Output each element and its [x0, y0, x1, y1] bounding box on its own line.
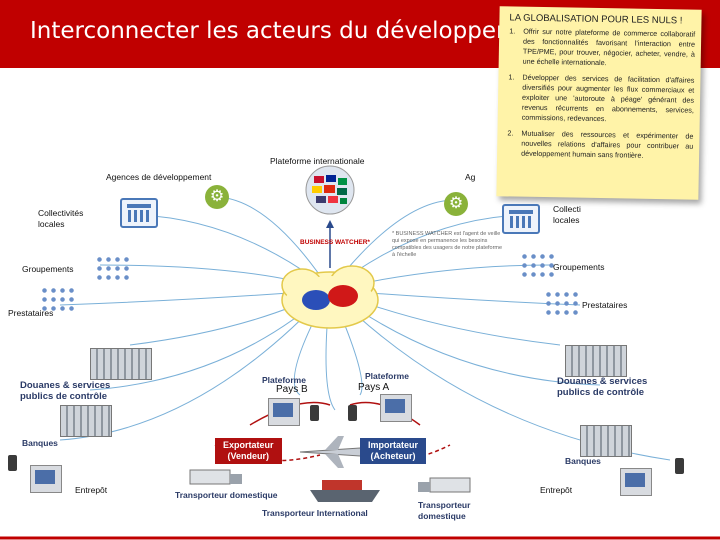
entrepot-label-left: Entrepôt	[75, 485, 108, 495]
bank-icon	[120, 198, 158, 228]
airplane-icon	[299, 436, 370, 468]
phone-icon	[348, 405, 357, 421]
note-item-text: Développer des services de facilitation …	[521, 72, 695, 124]
plateforme-pays-b-label: Plateforme	[262, 375, 306, 385]
computer-icon	[30, 465, 62, 493]
note-item: 2. Mutualiser des ressources et expérime…	[507, 128, 693, 161]
pays-a-label: Pays A	[358, 382, 390, 393]
note-item-number: 2.	[507, 128, 514, 138]
note-item-text: Mutualiser des ressources et expérimente…	[521, 128, 694, 160]
computer-icon	[380, 394, 412, 422]
douanes-label-right: Douanes & services publics de contrôle	[557, 376, 648, 398]
importateur-banner: Importateur (Acheteur)	[360, 438, 427, 464]
business-watcher-label: BUSINESS WATCHER*	[300, 239, 370, 246]
arrow-up-head	[326, 220, 334, 228]
agences-label-right: Ag	[465, 172, 476, 182]
douanes-label-left: Douanes & services publics de contrôle	[20, 380, 111, 402]
banques-label-right: Banques	[565, 456, 601, 466]
building-icon	[90, 348, 152, 380]
business-watcher-note: * BUSINESS WATCHER est l'agent de veille…	[392, 231, 503, 258]
ship-icon	[310, 480, 380, 502]
computer-icon	[268, 398, 300, 426]
truck-icon	[189, 469, 242, 485]
note-item-number: 1.	[509, 26, 516, 36]
transporteur-domestique-label-left: Transporteur domestique	[175, 490, 278, 500]
bank-icon	[502, 204, 540, 234]
link-lines	[59, 196, 671, 461]
phone-icon	[310, 405, 319, 421]
entrepot-label-right: Entrepôt	[540, 485, 573, 495]
globe-icon	[305, 165, 355, 215]
truck-icon	[418, 477, 471, 493]
people-icon	[95, 255, 129, 281]
note-title: LA GLOBALISATION POUR LES NULS !	[509, 12, 683, 27]
groupements-label-left: Groupements	[22, 264, 74, 274]
plateforme-internationale-label: Plateforme internationale	[270, 156, 365, 166]
banques-label-left: Banques	[22, 438, 58, 448]
link-line	[217, 196, 331, 291]
collectivites-label-left: Collectivités locales	[38, 208, 84, 229]
gear-icon: ⚙	[205, 185, 229, 209]
pays-b-label: Pays B	[276, 384, 308, 395]
computer-icon	[620, 468, 652, 496]
sticky-note: LA GLOBALISATION POUR LES NULS ! 1. Offr…	[496, 6, 702, 200]
agences-label-left: Agences de développement	[106, 172, 212, 182]
collectivites-label-right: Collecti locales	[553, 204, 581, 225]
prestataires-label-right: Prestataires	[582, 300, 628, 310]
phone-icon	[675, 458, 684, 474]
plateforme-pays-a-label: Plateforme	[365, 371, 409, 381]
building-icon	[565, 345, 627, 377]
phone-icon	[8, 455, 17, 471]
exportateur-banner: Exportateur (Vendeur)	[215, 438, 282, 464]
gear-icon: ⚙	[444, 192, 468, 216]
page-title: Interconnecter les acteurs du développem…	[30, 18, 557, 44]
people-icon	[40, 286, 74, 312]
note-item-text: Offrir sur notre plateforme de commerce …	[522, 26, 696, 68]
prestataires-label-left: Prestataires	[8, 308, 54, 318]
note-item-number: 1.	[508, 72, 515, 82]
people-icon	[520, 252, 554, 278]
note-item: 1. Développer des services de facilitati…	[508, 72, 695, 125]
note-item: 1. Offrir sur notre plateforme de commer…	[509, 26, 696, 69]
groupements-label-right: Groupements	[553, 262, 605, 272]
cloud-icon	[281, 265, 379, 329]
transporteur-international-label: Transporteur International	[262, 508, 368, 518]
transporteur-domestique-label-right: Transporteur domestique	[418, 500, 471, 521]
bank-building-icon	[60, 405, 112, 437]
people-icon	[544, 290, 578, 316]
bank-building-icon	[580, 425, 632, 457]
